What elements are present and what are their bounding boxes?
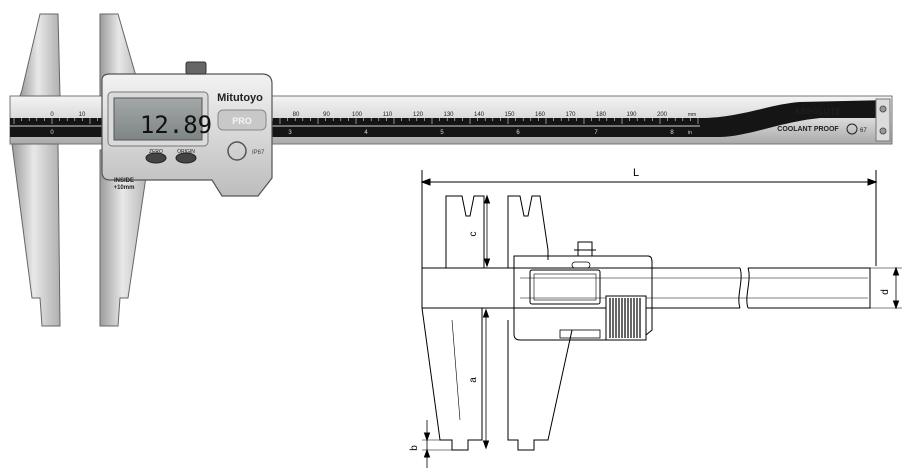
scale-lower-label: 4 [364, 130, 368, 136]
scale-upper-label: 80 [293, 112, 300, 118]
scale-upper-label: 200 [657, 112, 668, 118]
absolute-label: ABSOLUTE [795, 107, 842, 116]
scale-lower-label: 8 [670, 130, 674, 136]
scale-lower-label: 7 [594, 130, 598, 136]
beam-end-cap [875, 98, 891, 142]
fixed-jaw-lower [11, 143, 61, 327]
ip-badge-icon [227, 141, 247, 161]
drawing-sliding-jaw-upper [507, 195, 549, 268]
scale-upper-label: 120 [413, 112, 424, 118]
dim-label-b: b [409, 445, 420, 451]
inside-note-2: +10mm [114, 185, 135, 191]
scale-upper-label: 100 [352, 112, 363, 118]
lcd-value: 12.89 [140, 111, 212, 139]
ip-badge: IP67 [252, 150, 265, 156]
drawing-lock-screw [577, 241, 593, 257]
pro-badge-plate [217, 109, 267, 131]
dim-label-L: L [633, 167, 639, 179]
scale-upper-label: 10 [79, 112, 86, 118]
drawing-thumb-roller [605, 295, 647, 341]
scale-upper-label: 170 [565, 112, 576, 118]
coolant-ip-icon [846, 123, 858, 135]
scale-lower-label: 0 [50, 130, 54, 136]
scale-lower-label: 3 [288, 130, 292, 136]
coolant-label: COOLANT PROOF [777, 126, 839, 133]
dim-label-a: a [468, 377, 479, 383]
scale-upper-label: 180 [596, 112, 607, 118]
scale-upper-label: 150 [504, 112, 515, 118]
pro-badge: PRO [232, 116, 252, 126]
origin-button-label: ORIGIN [177, 149, 195, 155]
dim-label-d: d [880, 289, 891, 295]
coolant-ip: 67 [860, 128, 867, 134]
scale-upper-label: 140 [474, 112, 485, 118]
scale-upper-label: 190 [626, 112, 637, 118]
origin-button[interactable] [175, 152, 197, 164]
dim-label-c: c [468, 232, 479, 237]
scale-upper-label: 130 [443, 112, 454, 118]
scale-unit-lower-label: in [688, 130, 692, 136]
scale-upper-label: 110 [383, 112, 393, 118]
scale-lower-label: 6 [516, 130, 520, 136]
scale-upper-label: 0 [50, 112, 54, 118]
inside-note-1: INSIDE [114, 178, 134, 184]
scale-unit-label: mm [688, 112, 696, 118]
fixed-jaw-upper [19, 13, 61, 97]
scale-lower-label: 5 [440, 130, 444, 136]
drawing-sliding-jaw-lower [507, 320, 573, 451]
drawing-lcd [529, 269, 601, 305]
technical-drawing [420, 170, 902, 468]
scale-upper-label: 90 [323, 112, 330, 118]
lcd-screen [113, 97, 203, 141]
scale-upper-label: 160 [535, 112, 546, 118]
brand-logo: Mitutoyo [217, 92, 263, 104]
zero-button[interactable] [145, 152, 167, 164]
zero-button-label: ZERO [149, 149, 163, 155]
lock-screw[interactable] [185, 61, 207, 75]
drawing-fixed-jaw-upper [445, 195, 485, 268]
